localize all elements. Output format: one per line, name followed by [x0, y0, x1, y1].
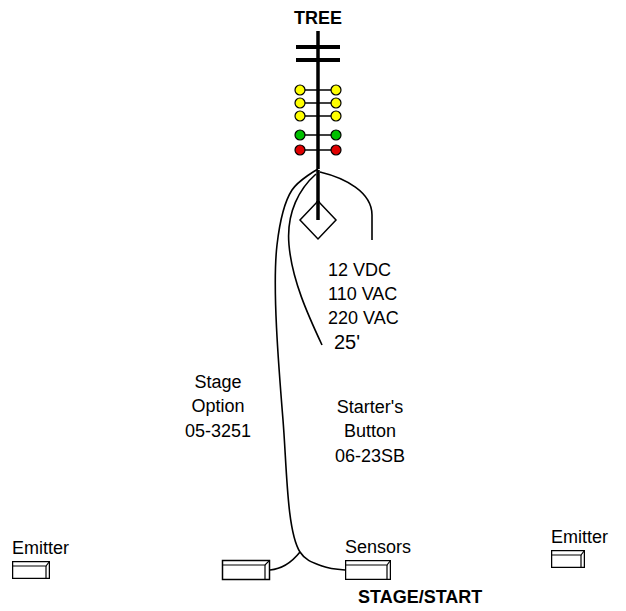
tree-base-diamond	[300, 201, 336, 239]
sensor-box	[12, 561, 50, 579]
tree-unit: TREE	[283, 8, 353, 169]
sensor-box	[345, 560, 391, 580]
wire-label: 220 VAC	[328, 306, 399, 330]
part-label: Emitter	[551, 527, 608, 548]
wire-label: 12 VDC	[328, 258, 391, 282]
wire-label: 06-23SB	[318, 444, 422, 468]
beam-unit: Sensors	[345, 537, 411, 580]
power-wire	[320, 172, 372, 240]
tree-pole	[316, 201, 320, 220]
wire-label: 05-3251	[180, 419, 256, 443]
part-label: Sensors	[345, 537, 411, 558]
wire-label: Starter's Button	[318, 395, 422, 443]
wire-label: 25'	[334, 330, 360, 354]
sensor-box	[223, 561, 270, 580]
stage-option-wire	[275, 169, 345, 570]
beam-unit: Emitter	[551, 527, 608, 568]
wire-label: Stage Option	[180, 370, 256, 418]
stage-option-branch	[270, 552, 300, 570]
christmas-tree-drawing	[283, 29, 353, 169]
sensor-box	[551, 550, 585, 568]
tree-pole	[316, 170, 320, 220]
part-label: Emitter	[12, 538, 69, 559]
wire-label: 110 VAC	[328, 282, 397, 306]
starter-button-wire	[289, 174, 322, 345]
beam-unit: Emitter	[12, 538, 69, 579]
tree-title: TREE	[283, 8, 353, 29]
wire-label: STAGE/START	[358, 585, 482, 609]
